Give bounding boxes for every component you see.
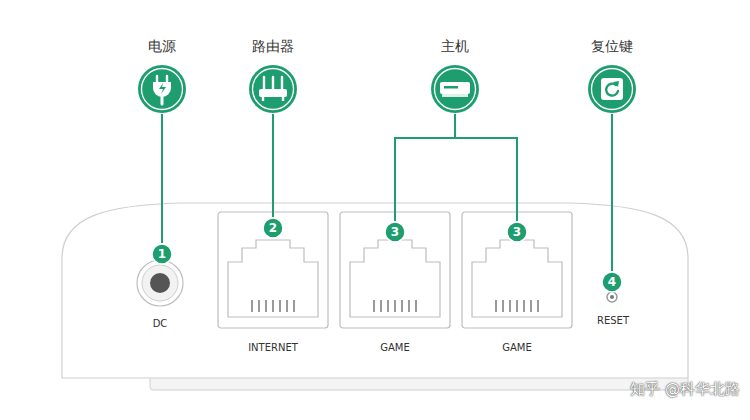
icon-circle [587,64,637,114]
leader-line [455,114,517,221]
leader-line [395,114,455,221]
callout-number: 2 [262,217,284,239]
part-heading: 主机 [420,36,490,56]
callout-digit: 3 [513,225,521,239]
callout-number: 3 [506,221,528,243]
reset-hole [607,292,617,302]
dc-jack [137,260,183,306]
icon-circle [137,64,187,114]
callout-digit: 4 [608,275,616,289]
game-port [340,212,450,328]
icon-badge: 路由器 [238,36,308,114]
icon-circle [430,64,480,114]
callout-digit: 2 [269,221,277,235]
port-label: INTERNET [248,342,298,353]
callout-digit: 3 [391,225,399,239]
part-heading: 路由器 [238,36,308,56]
callout-digit: 1 [158,247,166,261]
icon-badge: 电源 [127,36,197,114]
game-port [462,212,572,328]
device-housing [62,203,688,378]
part-heading: 电源 [127,36,197,56]
port-label: RESET [597,315,629,326]
callout-number: 1 [151,243,173,265]
part-heading: 复位键 [577,36,647,56]
icon-badge: 主机 [420,36,490,114]
leader-line [272,114,274,217]
leader-line [161,114,163,243]
watermark: 知乎 @科华北路 [630,380,740,399]
callout-number: 3 [384,221,406,243]
port-label: GAME [502,342,532,353]
callout-number: 4 [601,271,623,293]
internet-port [218,212,328,328]
icon-circle [248,64,298,114]
leader-line [611,114,613,271]
port-label: GAME [380,342,410,353]
port-label: DC [153,318,168,329]
icon-badge: 复位键 [577,36,647,114]
